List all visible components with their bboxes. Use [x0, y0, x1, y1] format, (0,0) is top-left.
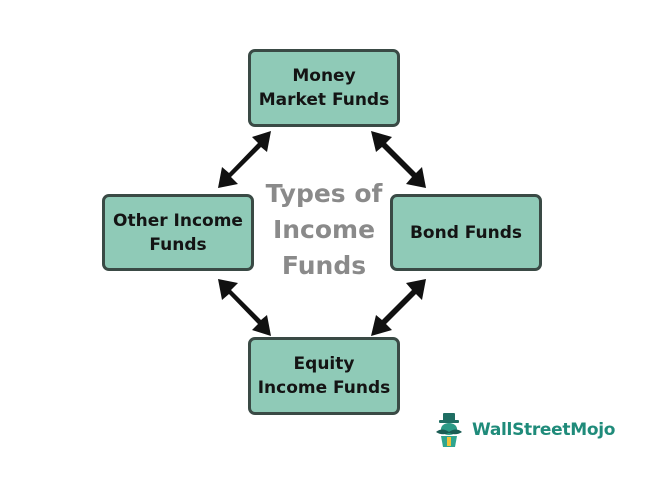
watermark-logo: WallStreetMojo [432, 410, 615, 450]
node-other-income-funds: Other Income Funds [102, 194, 254, 271]
arrow-top-right [371, 131, 426, 188]
arrow-top-left [218, 131, 271, 188]
node-label: Other Income Funds [113, 210, 243, 255]
node-label: Equity Income Funds [257, 354, 391, 398]
node-label: Money Market Funds [258, 66, 390, 110]
node-bond-funds: Bond Funds [390, 194, 542, 271]
wallstreetmojo-logo-icon [436, 413, 462, 447]
center-title: Types of Income Funds [265, 179, 383, 280]
node-equity-income-funds: Equity Income Funds [248, 337, 400, 415]
arrow-bottom-right [371, 279, 426, 336]
watermark-text: WallStreetMojo [472, 420, 616, 440]
node-money-market-funds: Money Market Funds [248, 49, 400, 127]
arrow-bottom-left [218, 279, 271, 336]
node-label: Bond Funds [409, 222, 523, 243]
